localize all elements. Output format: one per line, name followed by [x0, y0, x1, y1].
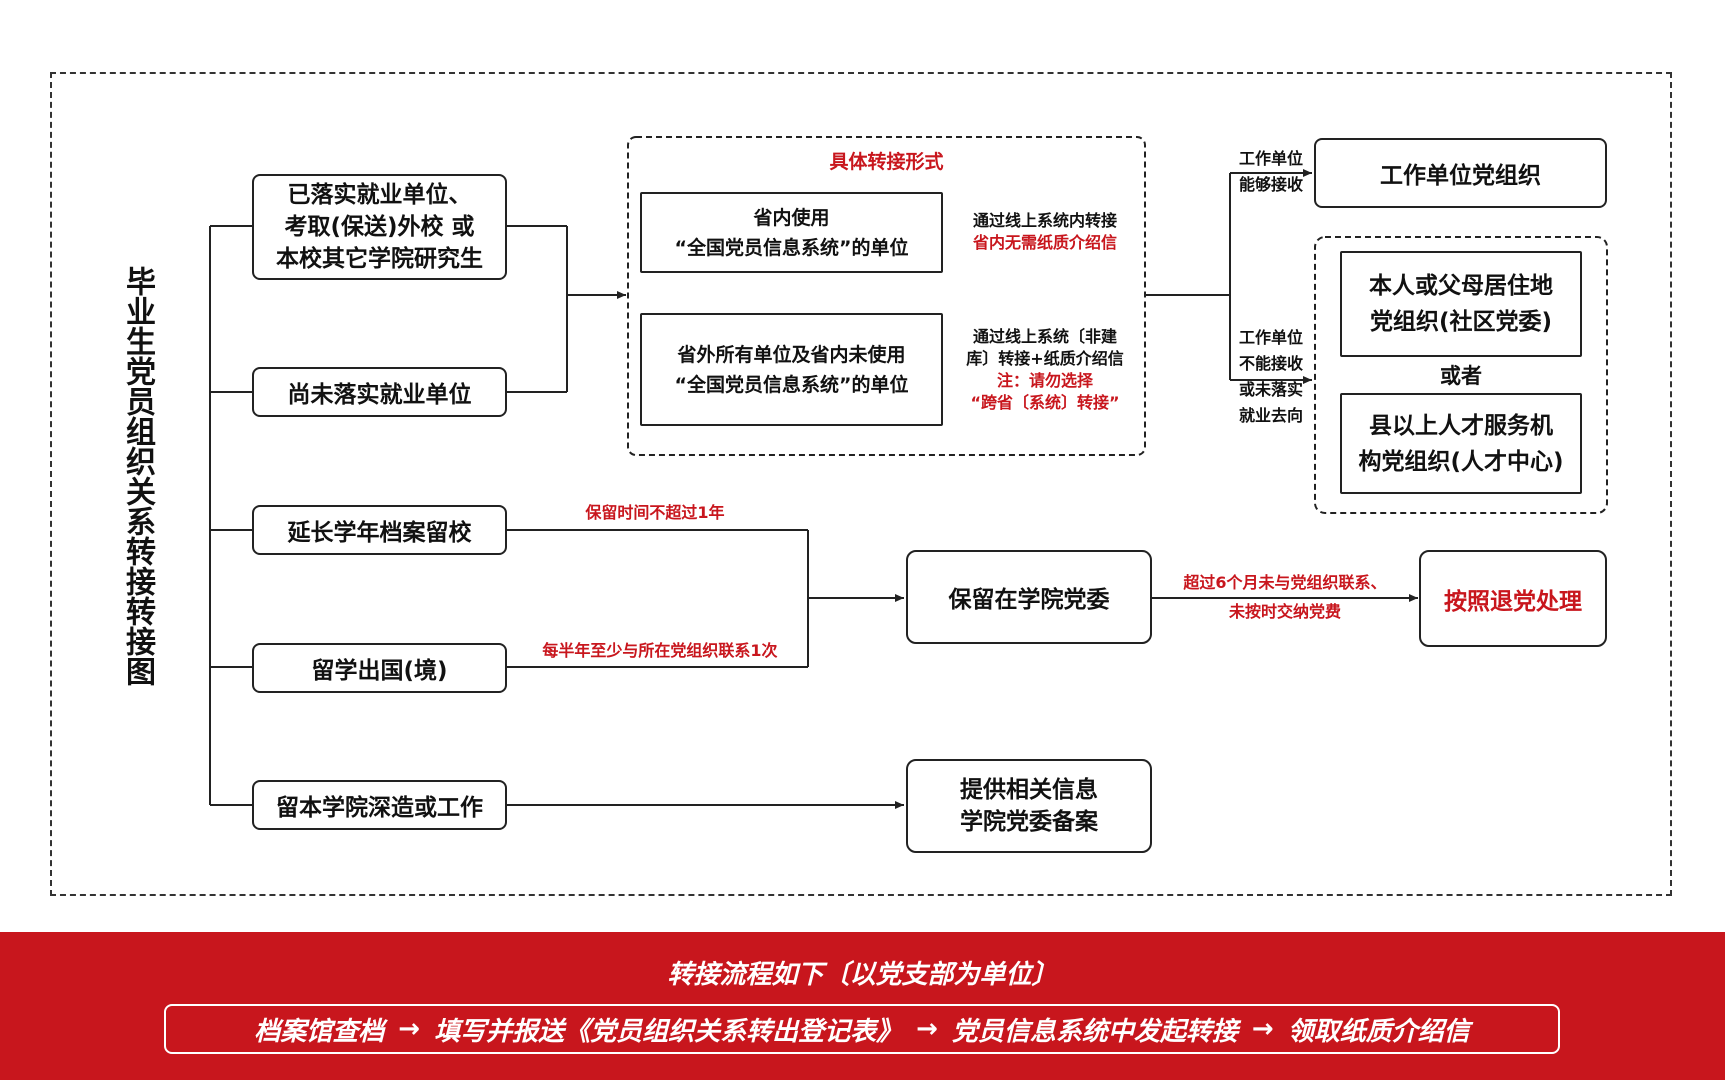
arrow-icon: →	[1251, 1014, 1274, 1044]
employed-line-1: 已落实就业单位、	[287, 182, 472, 208]
employed-line-2: 考取(保送)外校 或	[284, 214, 475, 240]
abroad-box: 留学出国(境)	[252, 643, 507, 693]
can-receive-line-1: 工作单位	[1238, 149, 1303, 168]
page-title: 毕业生党员组织关系转接转接图	[120, 266, 155, 686]
retain-time-label: 保留时间不超过1年	[585, 503, 725, 522]
transfer-form-container	[627, 136, 1146, 456]
talent-org-line-2: 构党组织(人才中心)	[1358, 448, 1564, 475]
residence-org-line-2: 党组织(社区党委)	[1369, 309, 1553, 335]
record-line-1: 提供相关信息	[960, 777, 1098, 803]
process-banner	[0, 932, 1725, 1080]
step-3: 党员信息系统中发起转接	[951, 1016, 1238, 1047]
arrow-icon: →	[916, 1014, 938, 1044]
outer-province-line-1: 省外所有单位及省内未使用	[677, 343, 906, 366]
residence-org-line-1: 本人或父母居住地	[1369, 273, 1553, 299]
overdue-label-line-1: 超过6个月未与党组织联系、	[1183, 573, 1387, 592]
employed-line-3: 本校其它学院研究生	[276, 246, 483, 272]
can-receive-line-2: 能够接收	[1238, 175, 1303, 194]
step-1: 档案馆查档	[254, 1016, 385, 1047]
non-work-org-container	[1314, 236, 1608, 514]
outer-note-red-line-1: 注：请勿选择	[996, 371, 1093, 390]
record-box: 提供相关信息 学院党委备案	[906, 759, 1152, 853]
inner-note-red: 省内无需纸质介绍信	[972, 233, 1117, 252]
retain-box: 保留在学院党委	[906, 550, 1152, 644]
inner-province-box: 省内使用 “全国党员信息系统”的单位	[640, 192, 943, 273]
step-4: 领取纸质介绍信	[1287, 1016, 1470, 1047]
unemployed-box: 尚未落实就业单位	[252, 367, 507, 417]
no-destination-line-1: 或未落实	[1238, 380, 1303, 399]
retain-contact-label: 每半年至少与所在党组织联系1次	[542, 641, 778, 660]
arrow-icon: →	[398, 1014, 421, 1044]
outer-province-box: 省外所有单位及省内未使用 “全国党员信息系统”的单位	[640, 313, 943, 426]
quit-party-result-box: 按照退党处理	[1419, 550, 1607, 647]
cannot-receive-line-1: 工作单位	[1238, 328, 1303, 347]
extend-box: 延长学年档案留校	[252, 505, 507, 555]
inner-province-line-1: 省内使用	[753, 206, 830, 229]
transfer-form-title: 具体转接形式	[829, 151, 944, 173]
no-destination-line-2: 就业去向	[1238, 406, 1303, 425]
overdue-label-line-2: 未按时交纳党费	[1228, 602, 1341, 621]
or-label: 或者	[1440, 364, 1482, 388]
inner-province-line-2: “全国党员信息系统”的单位	[674, 236, 909, 259]
outer-note-line-2: 库〕转接+纸质介绍信	[966, 349, 1124, 368]
process-steps: 档案馆查档 → 填写并报送《党员组织关系转出登记表》 → 党员信息系统中发起转接…	[164, 1004, 1560, 1054]
outer-province-line-2: “全国党员信息系统”的单位	[674, 373, 909, 396]
diagram-frame	[50, 72, 1672, 896]
record-line-2: 学院党委备案	[960, 809, 1098, 835]
outer-note-red-line-2: “跨省〔系统〕转接”	[970, 393, 1120, 412]
inner-note: 通过线上系统内转接	[972, 211, 1117, 230]
talent-org-line-1: 县以上人才服务机	[1369, 412, 1553, 439]
stay-box: 留本学院深造或工作	[252, 780, 507, 830]
talent-org-box: 县以上人才服务机 构党组织(人才中心)	[1340, 393, 1582, 494]
outer-note-line-1: 通过线上系统〔非建	[972, 327, 1117, 346]
cannot-receive-line-2: 不能接收	[1238, 354, 1303, 373]
banner-title: 转接流程如下〔以党支部为单位〕	[667, 960, 1058, 990]
residence-org-box: 本人或父母居住地 党组织(社区党委)	[1340, 251, 1582, 357]
employed-box: 已落实就业单位、 考取(保送)外校 或 本校其它学院研究生	[252, 174, 507, 280]
step-2: 填写并报送《党员组织关系转出登记表》	[434, 1016, 903, 1047]
work-org-box: 工作单位党组织	[1314, 138, 1607, 208]
